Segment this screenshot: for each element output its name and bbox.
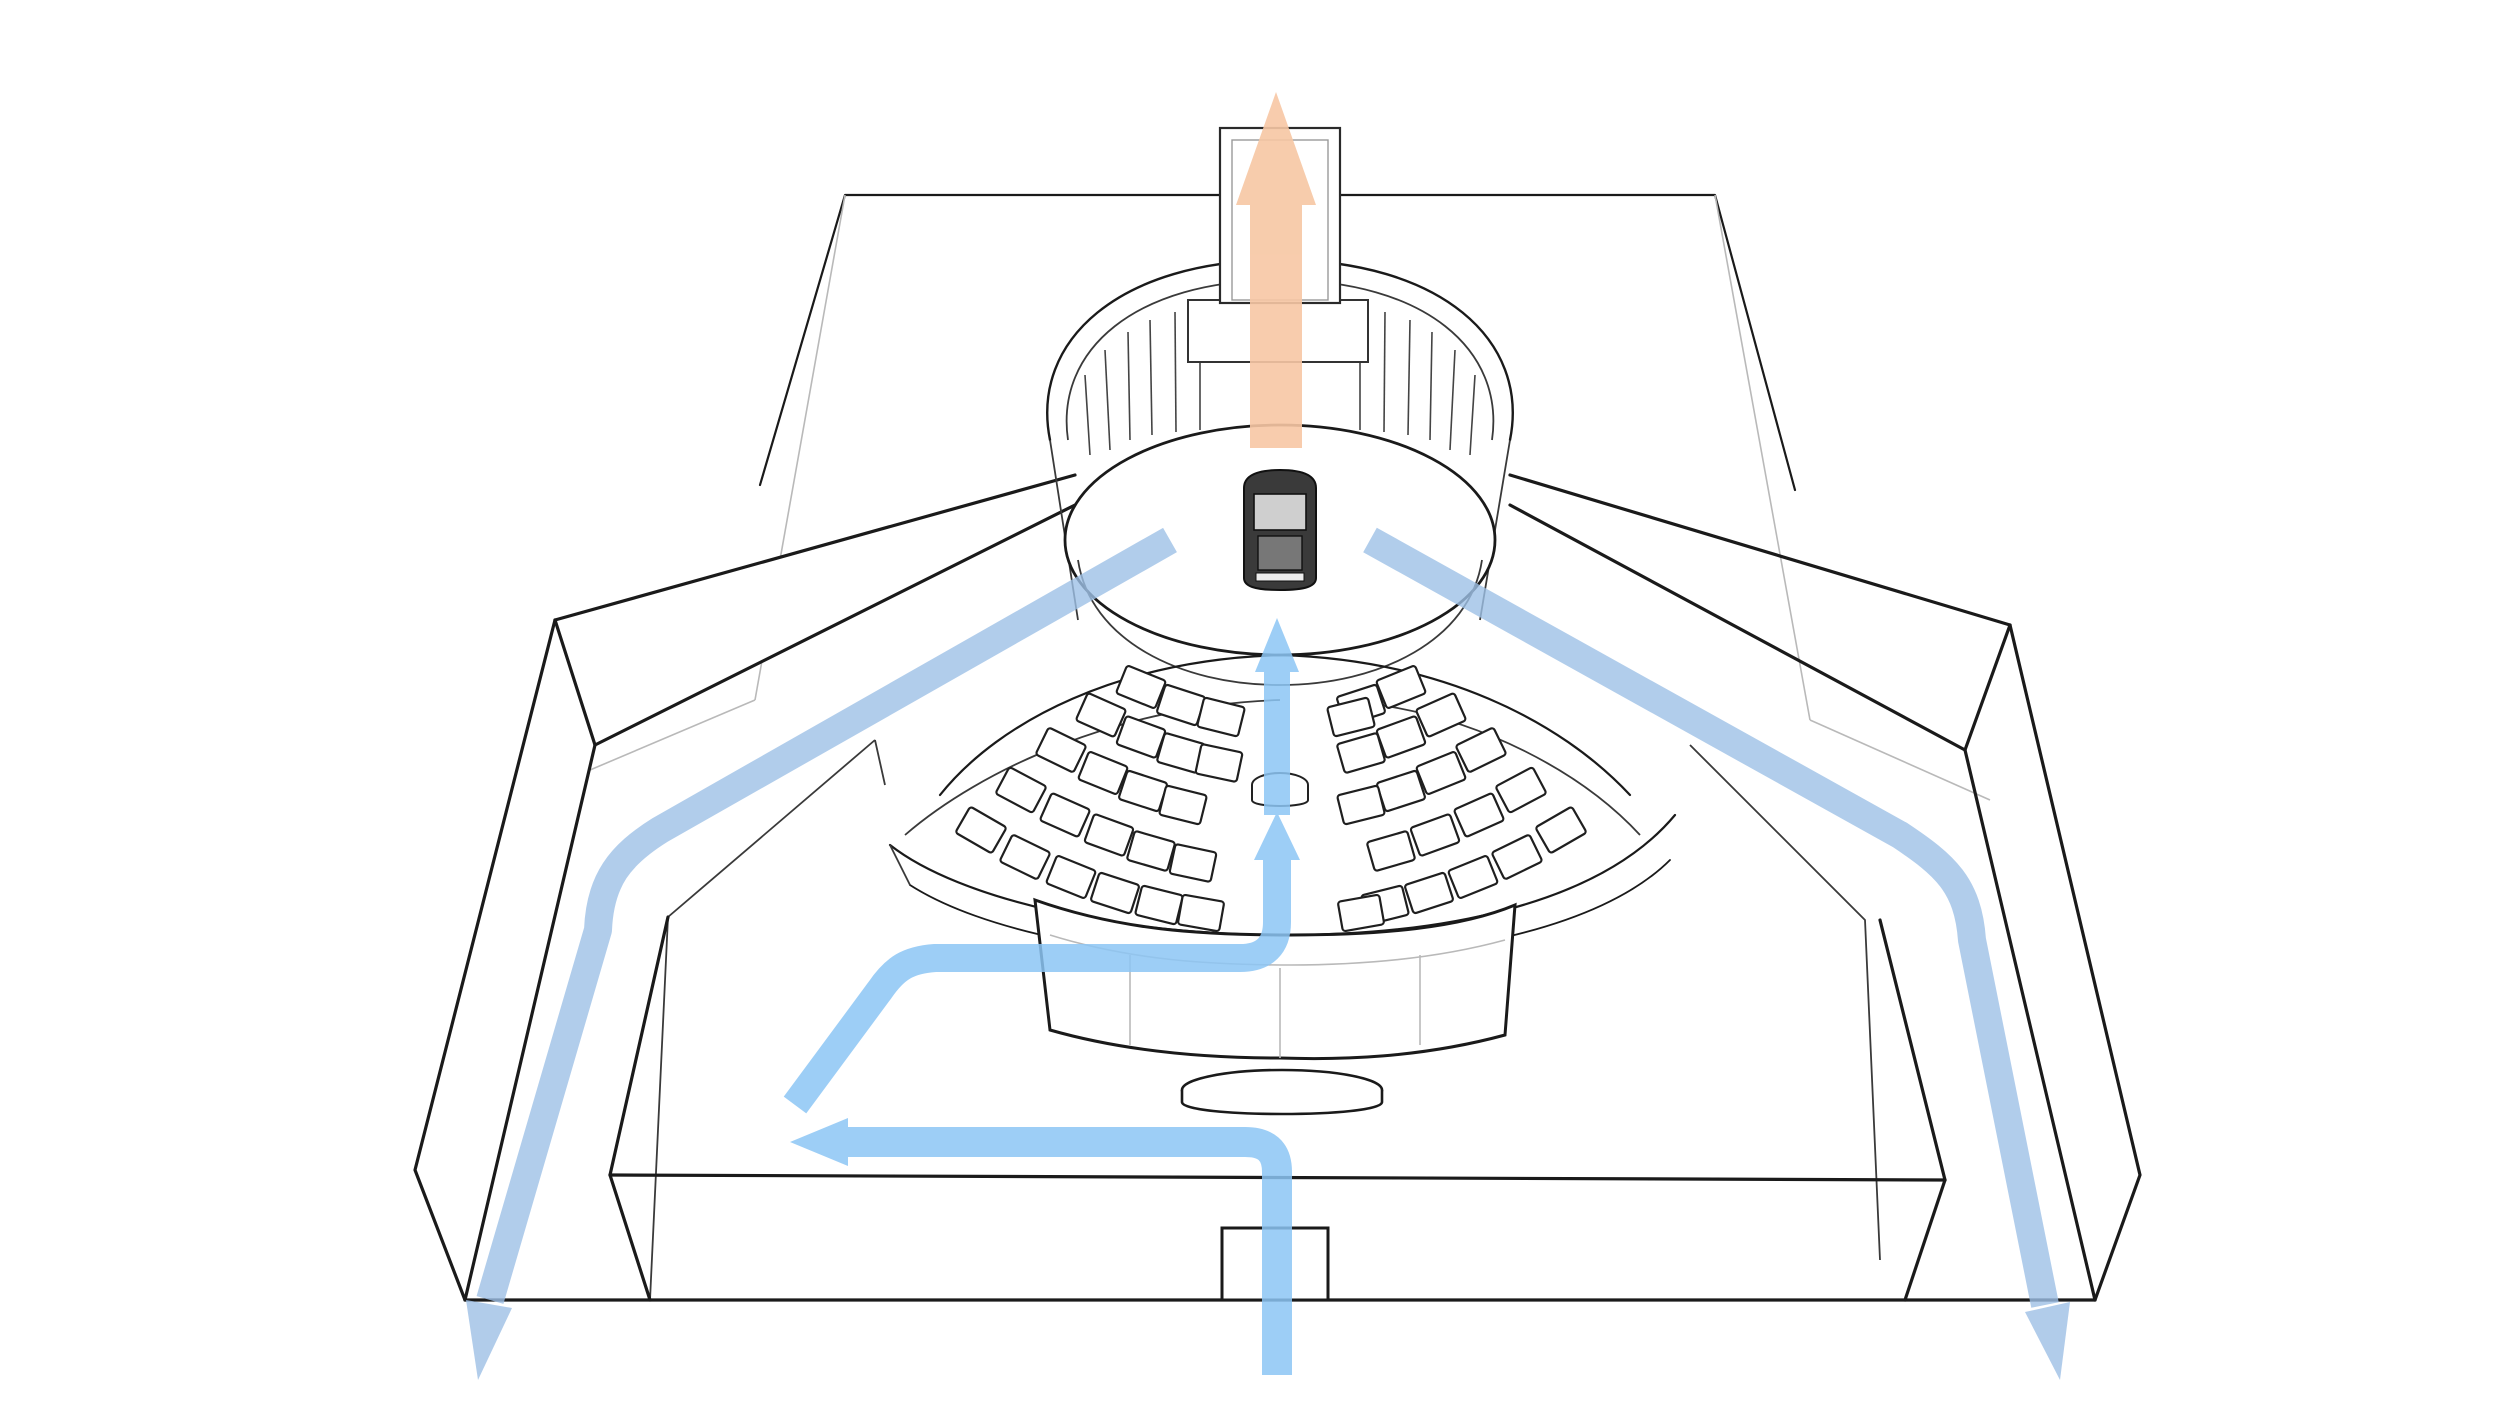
entry-to-stage-arrow xyxy=(783,618,1300,1114)
flow-arrows xyxy=(466,92,2070,1380)
seats xyxy=(955,665,1587,933)
curved-screen xyxy=(1033,897,1517,1061)
floor-disc xyxy=(1180,1068,1384,1116)
exit-right-arrow xyxy=(1363,527,2070,1380)
right-wing-wall xyxy=(1508,473,2142,1302)
vertical-exit-arrow xyxy=(1236,92,1316,448)
left-wing-wall xyxy=(413,473,1077,1302)
seat-row-left xyxy=(955,665,1246,933)
main-entry-arrow xyxy=(790,1118,1292,1375)
car-icon xyxy=(1243,468,1317,592)
seat-row-right xyxy=(1326,665,1587,933)
exit-left-arrow xyxy=(466,527,1177,1380)
